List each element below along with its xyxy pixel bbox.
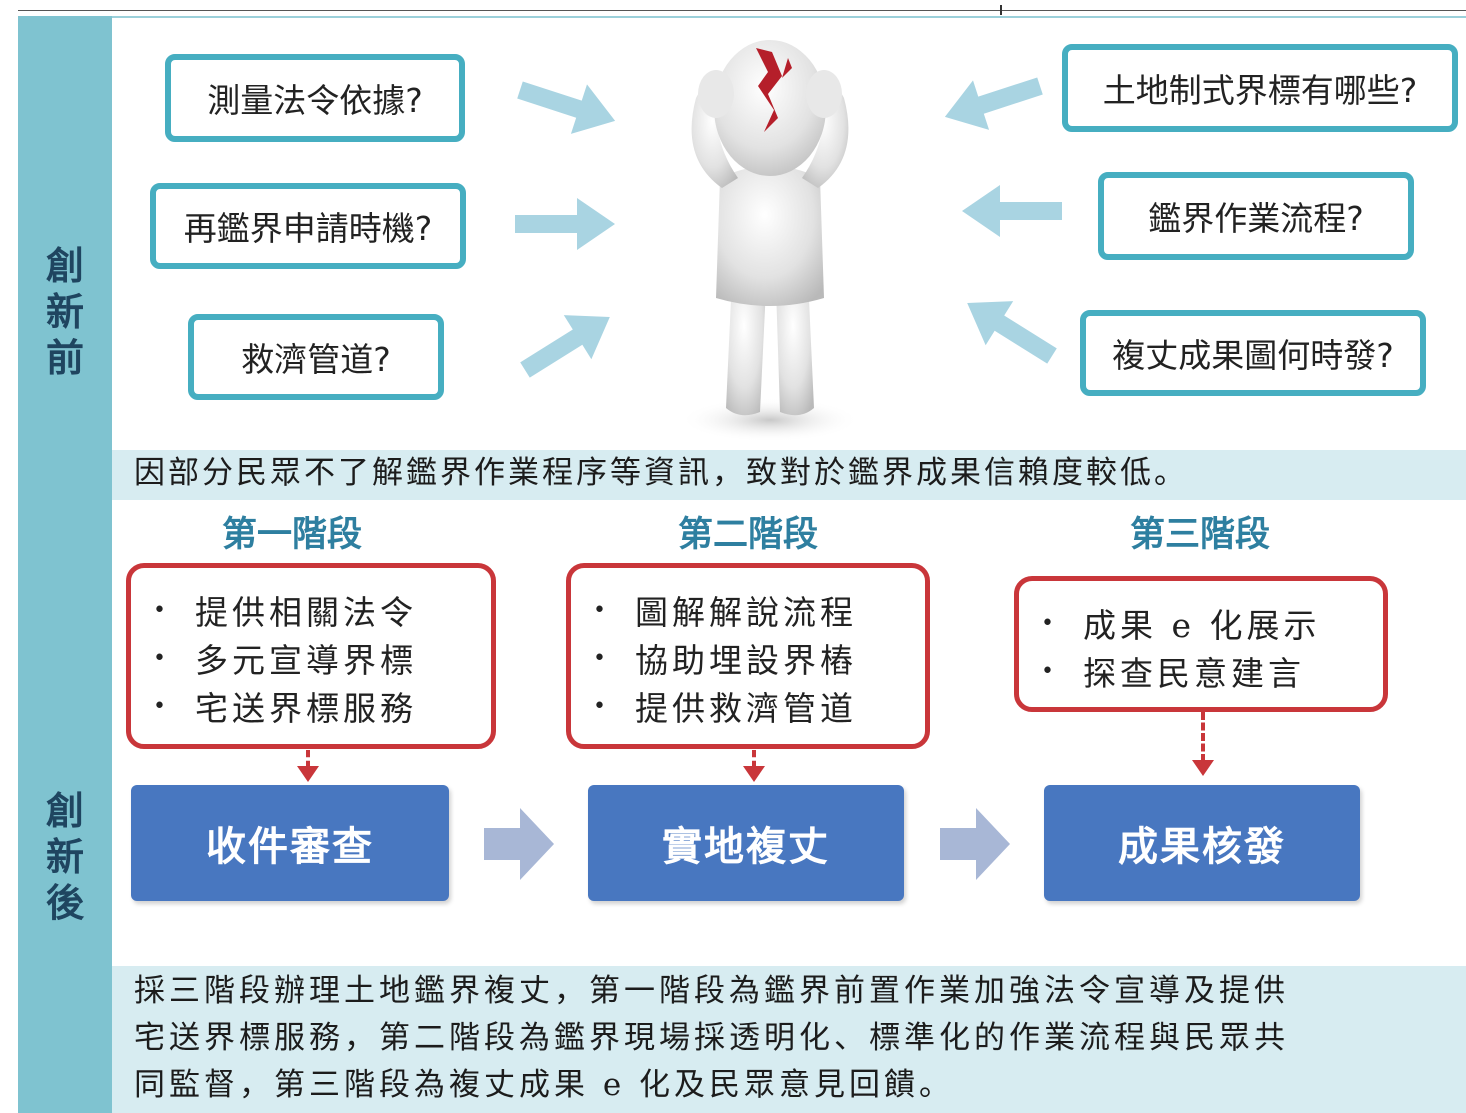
list-item: • 探查民意建言: [1041, 647, 1383, 695]
summary-line: 宅送界標服務，第二階段為鑑界現場採透明化、標準化的作業流程與民眾共: [134, 1020, 1289, 1056]
right-arrow-icon: [484, 808, 554, 880]
list-item-text: 提供相關法令: [195, 593, 417, 632]
arrow-icon: [515, 198, 615, 250]
list-item-text: 提供救濟管道: [635, 689, 857, 728]
bullet: •: [1041, 658, 1058, 684]
after-label-char: 新: [45, 834, 84, 879]
list-item-text: 成果 e 化展示: [1083, 606, 1321, 645]
question-box-right-2: 鑑界作業流程?: [1098, 172, 1414, 260]
before-label-char: 創: [45, 243, 84, 288]
top-rule-tick: [1000, 5, 1002, 15]
stage-3-box: • 成果 e 化展示 • 探查民意建言: [1014, 576, 1388, 712]
sidebar: [18, 16, 112, 1113]
question-text: 測量法令依據?: [207, 81, 423, 120]
process-box-survey: 實地複丈: [588, 785, 904, 901]
list-item-text: 探查民意建言: [1083, 654, 1305, 693]
summary-band: 採三階段辦理土地鑑界複丈，第一階段為鑑界前置作業加強法令宣導及提供 宅送界標服務…: [112, 966, 1466, 1113]
list-item-text: 宅送界標服務: [195, 689, 417, 728]
after-label: 創 新 後: [18, 788, 112, 926]
summary-line: 同監督，第三階段為複丈成果 e 化及民眾意見回饋。: [134, 1067, 955, 1103]
connector-line: [306, 750, 310, 768]
list-item-text: 協助埋設界樁: [635, 641, 857, 680]
bullet: •: [153, 597, 170, 623]
question-box-right-3: 複丈成果圖何時發?: [1080, 310, 1426, 396]
process-box-receive: 收件審查: [131, 785, 449, 901]
after-label-char: 創: [45, 788, 84, 833]
question-text: 複丈成果圖何時發?: [1112, 336, 1394, 375]
stage-2-box: • 圖解解說流程 • 協助埋設界樁 • 提供救濟管道: [566, 563, 930, 749]
top-rule: [18, 10, 1466, 11]
connector-arrowhead: [297, 766, 319, 782]
question-text: 土地制式界標有哪些?: [1102, 71, 1418, 110]
before-label: 創 新 前: [18, 243, 112, 381]
stage-1-box: • 提供相關法令 • 多元宣導界標 • 宅送界標服務: [126, 563, 496, 749]
list-item: • 協助埋設界樁: [593, 634, 925, 682]
arrow-icon: [953, 280, 1066, 379]
stage-3-title: 第三階段: [1129, 515, 1270, 555]
bullet: •: [153, 693, 170, 719]
bullet: •: [153, 645, 170, 671]
list-item: • 提供救濟管道: [593, 682, 925, 730]
bullet: •: [593, 645, 610, 671]
bullet: •: [593, 597, 610, 623]
list-item: • 多元宣導界標: [153, 634, 491, 682]
arrow-icon: [511, 65, 624, 146]
stage-1-title: 第一階段: [221, 515, 362, 555]
question-text: 救濟管道?: [241, 340, 391, 379]
stage-2-title: 第二階段: [677, 515, 818, 555]
after-label-char: 後: [45, 880, 84, 925]
before-label-char: 前: [45, 335, 84, 380]
list-item-text: 多元宣導界標: [195, 641, 417, 680]
before-label-char: 新: [45, 289, 84, 334]
connector-arrowhead: [1192, 760, 1214, 776]
connector-arrowhead: [743, 766, 765, 782]
problem-band: 因部分民眾不了解鑑界作業程序等資訊，致對於鑑界成果信賴度較低。: [112, 450, 1466, 500]
top-border: [112, 16, 1466, 18]
bullet: •: [1041, 610, 1058, 636]
list-item-text: 圖解解說流程: [635, 593, 857, 632]
right-arrow-icon: [940, 808, 1010, 880]
list-item: • 宅送界標服務: [153, 682, 491, 730]
stressed-person-icon: [660, 28, 880, 448]
arrow-icon: [936, 61, 1049, 142]
question-box-right-1: 土地制式界標有哪些?: [1062, 44, 1458, 132]
process-label: 實地複丈: [662, 824, 830, 870]
question-box-left-3: 救濟管道?: [188, 314, 444, 400]
arrow-icon: [511, 294, 624, 393]
list-item: • 提供相關法令: [153, 586, 491, 634]
summary-line: 採三階段辦理土地鑑界複丈，第一階段為鑑界前置作業加強法令宣導及提供: [134, 973, 1289, 1009]
problem-statement: 因部分民眾不了解鑑界作業程序等資訊，致對於鑑界成果信賴度較低。: [134, 455, 1188, 491]
question-box-left-2: 再鑑界申請時機?: [150, 183, 466, 269]
question-box-left-1: 測量法令依據?: [165, 54, 465, 142]
arrow-icon: [962, 185, 1062, 237]
list-item: • 圖解解說流程: [593, 586, 925, 634]
connector-line: [752, 750, 756, 768]
process-label: 收件審查: [206, 824, 374, 870]
bullet: •: [593, 693, 610, 719]
list-item: • 成果 e 化展示: [1041, 599, 1383, 647]
process-label: 成果核發: [1118, 824, 1286, 870]
question-text: 鑑界作業流程?: [1148, 199, 1364, 238]
connector-line: [1201, 712, 1205, 762]
question-text: 再鑑界申請時機?: [183, 209, 433, 248]
process-box-issue: 成果核發: [1044, 785, 1360, 901]
